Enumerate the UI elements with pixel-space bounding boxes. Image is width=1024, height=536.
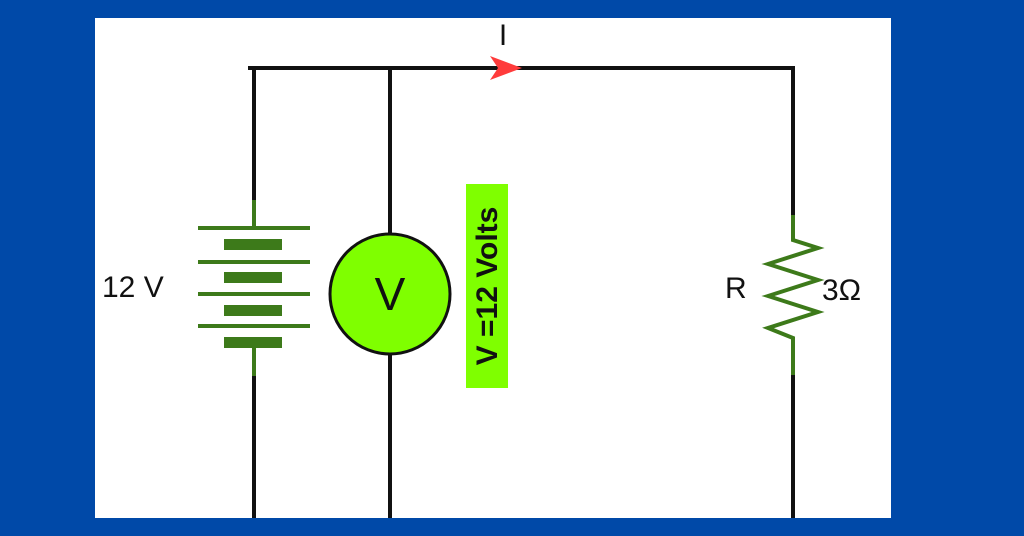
voltmeter-icon [328, 232, 452, 356]
current-arrow-icon [490, 56, 522, 80]
resistor-icon [761, 215, 825, 375]
resistor-value-label: 3Ω [822, 274, 861, 307]
current-label: I [499, 19, 507, 52]
voltmeter-symbol: V [375, 268, 406, 320]
voltmeter-reading-label: V =12 Volts [471, 207, 504, 366]
voltmeter-reading-box [466, 184, 508, 388]
battery-voltage-label: 12 V [102, 271, 164, 304]
battery-icon [198, 200, 310, 376]
resistor-name-label: R [725, 272, 747, 305]
